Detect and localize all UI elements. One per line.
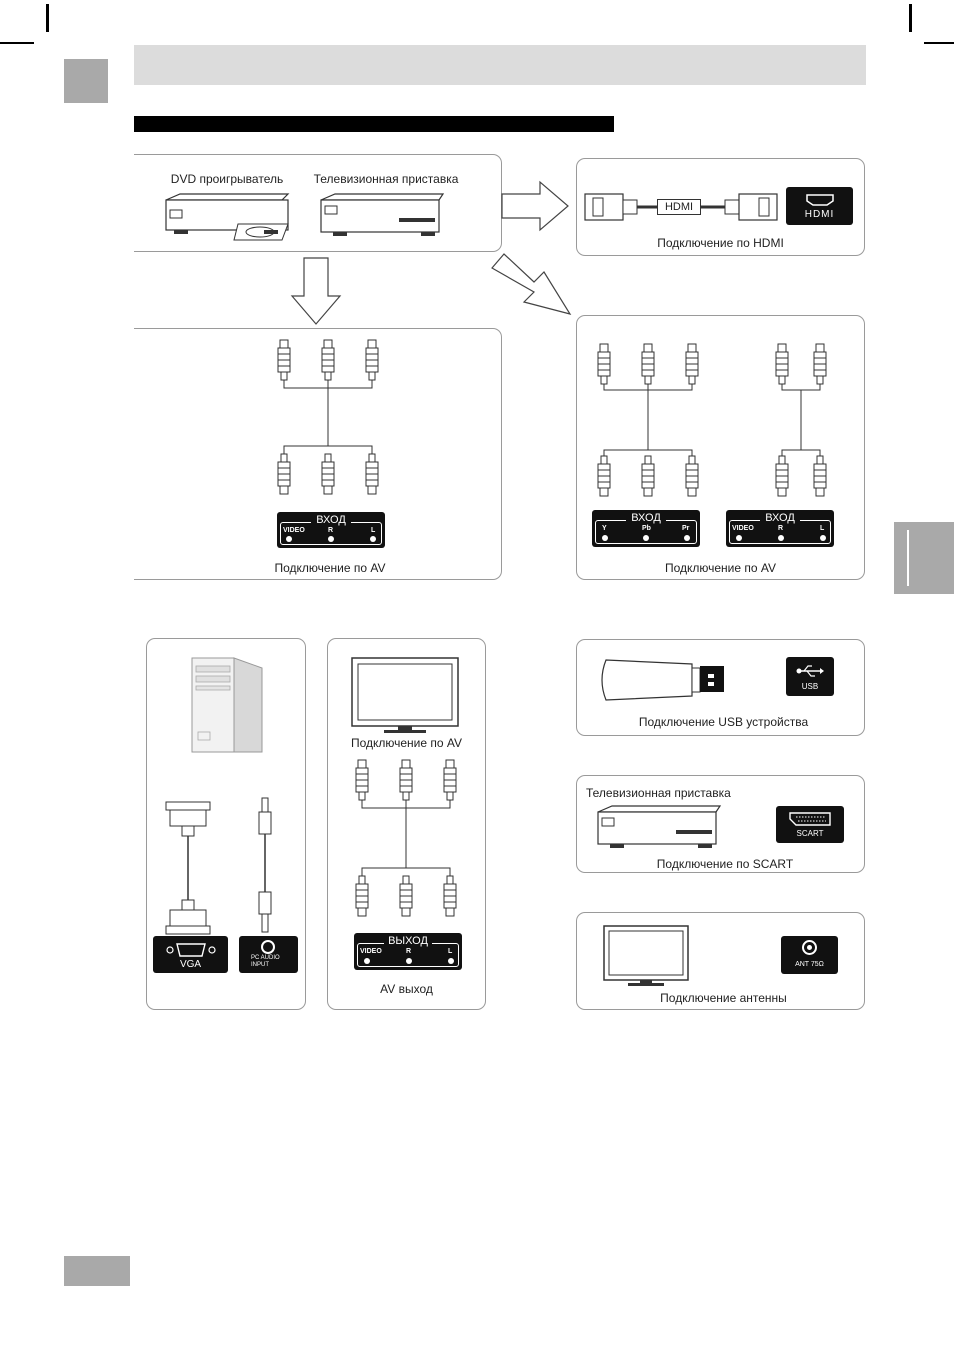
- hdmi-caption: Подключение по HDMI: [657, 236, 784, 250]
- antenna-port-plate: ANT 75Ω: [781, 936, 838, 974]
- av-input-plate-left: ВХОД VIDEO R L: [277, 512, 385, 548]
- jack-icon: [643, 535, 649, 541]
- hdmi-cable-label: HDMI: [657, 199, 701, 215]
- jack-icon: [286, 536, 292, 542]
- port-label-r: R: [328, 527, 334, 534]
- vga-cable-icon: [165, 801, 211, 935]
- tv-icon: [603, 925, 689, 986]
- hdmi-port-label: HDMI: [804, 209, 835, 220]
- jack-icon: [736, 535, 742, 541]
- jack-icon: [370, 536, 376, 542]
- rca-cable-triple-icon: [277, 339, 379, 495]
- port-label-l: L: [448, 948, 453, 955]
- port-label-r: R: [406, 948, 412, 955]
- scart-port-label: SCART: [796, 829, 824, 838]
- scart-port-icon: [789, 812, 831, 826]
- jack-icon: [820, 535, 826, 541]
- crop-mark-top-right-vertical: [909, 4, 912, 32]
- rca-cable-triple-icon: [597, 343, 699, 497]
- pc-tower-icon: [191, 657, 263, 753]
- rca-cable-double-icon: [775, 343, 827, 497]
- crop-mark-top-left-horizontal: [0, 42, 34, 44]
- usb-port-label: USB: [801, 682, 819, 691]
- jack-icon: [448, 958, 454, 964]
- arrow-diagonal-to-component: [491, 253, 572, 315]
- port-label-pb: Pb: [642, 525, 651, 532]
- component-input-plate: ВХОД Y Pb Pr: [592, 510, 700, 547]
- hdmi-port-plate: HDMI: [786, 187, 853, 225]
- av-input-caption-left: Подключение по AV: [274, 561, 386, 575]
- hdmi-port-icon: [806, 194, 834, 206]
- port-label-y: Y: [602, 525, 607, 532]
- crop-mark-top-right-horizontal: [924, 42, 954, 44]
- av-output-plate-title: ВЫХОД: [384, 935, 432, 947]
- audio-cable-icon: [258, 797, 272, 933]
- av-output-caption: AV выход: [380, 982, 433, 996]
- usb-icon: [796, 665, 824, 677]
- vga-port-plate: VGA: [153, 936, 228, 973]
- av-input-caption-right: Подключение по AV: [664, 561, 777, 575]
- page-number-tab: [64, 1256, 130, 1286]
- pc-audio-port-plate: PC AUDIO INPUT: [239, 936, 298, 973]
- av-output-top-caption: Подключение по AV: [350, 736, 463, 750]
- usb-port-plate: USB: [786, 657, 834, 696]
- port-label-pr: Pr: [682, 525, 690, 532]
- arrow-right-to-hdmi: [501, 180, 569, 232]
- av-input-plate-title: ВХОД: [311, 514, 351, 526]
- port-label-video: VIDEO: [283, 527, 305, 534]
- rca-cable-triple-icon: [355, 759, 457, 917]
- port-label-video: VIDEO: [360, 948, 382, 955]
- pc-audio-label-line1: PC AUDIO: [251, 955, 280, 961]
- audio-plate-title: ВХОД: [760, 512, 800, 524]
- set-top-box-label: Телевизионная приставка: [313, 172, 459, 186]
- jack-icon: [602, 535, 608, 541]
- component-plate-title: ВХОД: [626, 512, 666, 524]
- tv-icon: [351, 657, 459, 733]
- port-label-l: L: [820, 525, 825, 532]
- set-top-box-icon: [320, 193, 445, 236]
- jack-icon: [328, 536, 334, 542]
- section-title-bar: [134, 116, 614, 132]
- usb-flash-drive-icon: [601, 659, 724, 701]
- chapter-tab-top-left: [64, 59, 108, 103]
- port-label-video: VIDEO: [732, 525, 754, 532]
- jack-icon: [684, 535, 690, 541]
- scart-port-plate: SCART: [776, 806, 844, 843]
- antenna-port-label: ANT 75Ω: [795, 961, 824, 968]
- scart-caption: Подключение по SCART: [656, 857, 794, 871]
- dvd-player-label: DVD проигрыватель: [170, 172, 284, 186]
- vga-port-icon: [166, 943, 216, 957]
- vga-port-label: VGA: [179, 959, 202, 970]
- av-output-plate: ВЫХОД VIDEO R L: [354, 933, 462, 970]
- port-label-l: L: [371, 527, 376, 534]
- jack-icon: [778, 535, 784, 541]
- usb-caption: Подключение USB устройства: [638, 715, 809, 729]
- audio-input-plate: ВХОД VIDEO R L: [726, 510, 834, 547]
- jack-icon: [406, 958, 412, 964]
- header-bar: [134, 45, 866, 85]
- dvd-player-icon: [165, 193, 290, 241]
- crop-mark-top-left-vertical: [46, 4, 49, 32]
- pc-audio-label-line2: INPUT: [251, 962, 269, 968]
- hdmi-cable-icon: [584, 193, 778, 221]
- side-tab-right: [894, 522, 954, 594]
- audio-jack-icon: [261, 940, 275, 954]
- antenna-caption: Подключение антенны: [660, 991, 787, 1005]
- jack-icon: [364, 958, 370, 964]
- arrow-down-to-av: [290, 257, 342, 325]
- scart-device-label: Телевизионная приставка: [586, 786, 731, 800]
- port-label-r: R: [778, 525, 784, 532]
- set-top-box-icon: [597, 805, 722, 848]
- coax-jack-icon: [802, 940, 817, 955]
